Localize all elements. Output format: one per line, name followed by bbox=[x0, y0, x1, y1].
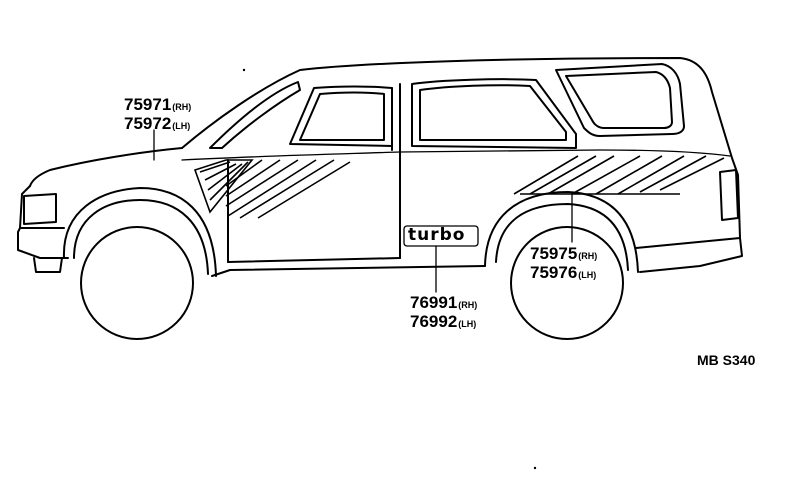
part-row: 76992(LH) bbox=[410, 313, 477, 332]
windows bbox=[209, 63, 685, 149]
part-number: 75976 bbox=[530, 263, 578, 282]
part-side: (RH) bbox=[458, 300, 478, 310]
callout-hood-stripe: 75971(RH) 75972(LH) bbox=[124, 96, 191, 134]
callout-rear-quarter-stripe: 75975(RH) 75976(LH) bbox=[530, 245, 597, 283]
diagram-code: MB S340 bbox=[697, 352, 756, 368]
part-number: 76991 bbox=[410, 293, 458, 312]
hood-stripe-decal bbox=[193, 159, 254, 214]
door-seams bbox=[227, 83, 401, 263]
part-side: (LH) bbox=[578, 270, 597, 280]
vehicle-body bbox=[17, 57, 743, 277]
callout-turbo-emblem: 76991(RH) 76992(LH) bbox=[410, 294, 477, 332]
leader-lines bbox=[153, 129, 573, 293]
rear-wheel-arch bbox=[484, 191, 639, 273]
door-stripe-decal bbox=[225, 159, 351, 219]
part-side: (RH) bbox=[172, 102, 192, 112]
part-side: (LH) bbox=[172, 121, 191, 131]
front-wheel bbox=[80, 226, 194, 340]
part-row: 75975(RH) bbox=[530, 245, 597, 264]
part-side: (RH) bbox=[578, 251, 598, 261]
part-number: 75972 bbox=[124, 114, 172, 133]
turbo-emblem-outline bbox=[403, 225, 479, 247]
part-row: 75971(RH) bbox=[124, 96, 191, 115]
part-number: 75975 bbox=[530, 244, 578, 263]
part-row: 76991(RH) bbox=[410, 294, 477, 313]
stray-mark bbox=[533, 466, 537, 470]
part-row: 75972(LH) bbox=[124, 115, 191, 134]
part-number: 76992 bbox=[410, 312, 458, 331]
part-row: 75976(LH) bbox=[530, 264, 597, 283]
turbo-emblem: turbo bbox=[408, 225, 466, 245]
stray-mark bbox=[242, 68, 246, 72]
part-number: 75971 bbox=[124, 95, 172, 114]
front-wheel-arch bbox=[62, 187, 217, 277]
rear-wheel bbox=[510, 226, 624, 340]
rear-quarter-stripe-decal bbox=[513, 155, 725, 195]
part-side: (LH) bbox=[458, 319, 477, 329]
